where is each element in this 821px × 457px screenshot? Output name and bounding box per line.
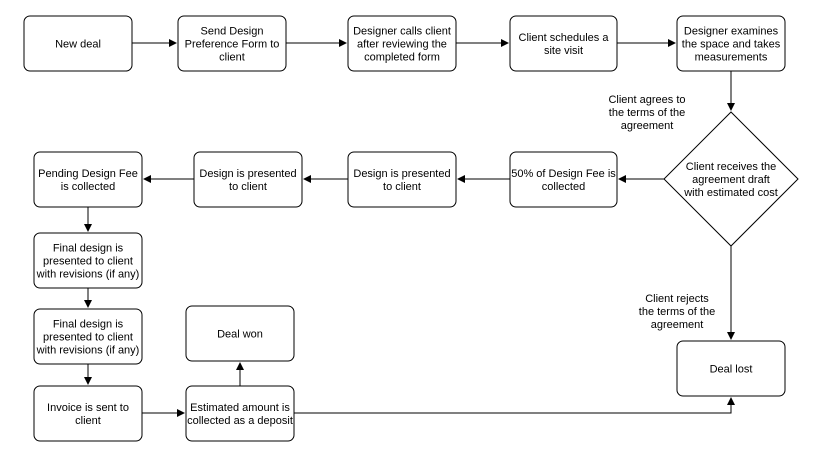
edge-label-rejects-line: agreement xyxy=(651,319,704,331)
node-invoice-sent-label-line: client xyxy=(75,415,101,427)
node-new-deal-label-line: New deal xyxy=(55,39,101,51)
node-deal-won-label-line: Deal won xyxy=(217,329,263,341)
edge-label-rejects-line: Client rejects xyxy=(645,293,709,305)
node-fee-50-box xyxy=(509,151,618,208)
node-deal-won: Deal won xyxy=(185,305,295,362)
node-client-receives-label-line: with estimated cost xyxy=(683,187,778,199)
edge-label-rejects-line: the terms of the xyxy=(639,306,715,318)
node-design-presented-2-label-line: Design is presented xyxy=(199,168,296,180)
node-new-deal-label: New deal xyxy=(55,39,101,51)
node-send-form-label-line: Preference Form to xyxy=(185,39,280,51)
node-final-design-2-label-line: with revisions (if any) xyxy=(36,345,140,357)
node-pending-fee-box xyxy=(33,151,143,208)
node-pending-fee-label-line: is collected xyxy=(61,181,115,193)
node-design-presented-2-label-line: to client xyxy=(229,181,267,193)
node-designer-calls-label-line: Designer calls client xyxy=(353,26,451,38)
node-design-presented-2-box xyxy=(193,151,303,208)
node-client-receives-label-line: Client receives the xyxy=(686,161,777,173)
node-client-receives-label-line: agreement draft xyxy=(692,174,770,186)
node-send-form-label-line: Send Design xyxy=(201,26,264,38)
node-final-design-1-label-line: Final design is xyxy=(53,243,124,255)
node-deal-lost: Deal lost xyxy=(676,340,786,397)
node-deal-lost-box xyxy=(676,340,786,397)
edge-label-agrees-line: the terms of the xyxy=(609,107,685,119)
node-designer-calls-label-line: after reviewing the xyxy=(357,39,447,51)
node-estimated-amount-box xyxy=(185,385,295,442)
node-client-schedules-box xyxy=(509,15,618,72)
node-fee-50-label-line: 50% of Design Fee is xyxy=(511,168,616,180)
node-final-design-1-label-line: presented to client xyxy=(43,256,133,268)
node-designer-calls-box xyxy=(347,15,457,72)
node-deal-won-label: Deal won xyxy=(217,329,263,341)
node-design-presented-1-label-line: Design is presented xyxy=(353,168,450,180)
node-new-deal: New deal xyxy=(23,15,133,72)
edge-label-agrees-line: agreement xyxy=(621,120,674,132)
node-deal-lost-label: Deal lost xyxy=(710,364,753,376)
node-final-design-1-label-line: with revisions (if any) xyxy=(36,269,140,281)
node-designer-examines-label-line: the space and takes xyxy=(682,39,781,51)
node-new-deal-box xyxy=(23,15,133,72)
node-client-schedules-label-line: site visit xyxy=(544,45,583,57)
node-final-design-1-box xyxy=(33,232,143,289)
node-estimated-amount-label-line: Estimated amount is xyxy=(190,402,290,414)
node-estimated-amount-label-line: collected as a deposit xyxy=(187,415,293,427)
node-pending-fee-label-line: Pending Design Fee xyxy=(38,168,138,180)
edge-estimated-amount-to-deal-lost xyxy=(294,397,735,414)
node-send-form-box xyxy=(177,15,287,72)
edge-label-agrees-line: Client agrees to xyxy=(608,94,685,106)
node-fee-50-label-line: collected xyxy=(542,181,585,193)
node-client-receives-diamond xyxy=(663,111,799,247)
node-designer-examines-label-line: Designer examines xyxy=(684,26,779,38)
node-deal-won-box xyxy=(185,305,295,362)
node-designer-examines-box xyxy=(676,15,786,72)
node-invoice-sent-label-line: Invoice is sent to xyxy=(47,402,129,414)
node-deal-lost-label-line: Deal lost xyxy=(710,364,753,376)
node-invoice-sent-box xyxy=(33,385,143,442)
node-send-form-label-line: client xyxy=(219,52,245,64)
node-designer-calls-label-line: completed form xyxy=(364,52,440,64)
node-final-design-2-box xyxy=(33,308,143,365)
node-design-presented-1-label-line: to client xyxy=(383,181,421,193)
node-client-schedules-label-line: Client schedules a xyxy=(519,32,610,44)
node-final-design-2-label-line: Final design is xyxy=(53,319,124,331)
node-final-design-2-label-line: presented to client xyxy=(43,332,133,344)
node-design-presented-1-box xyxy=(347,151,457,208)
node-designer-examines-label-line: measurements xyxy=(695,52,768,64)
